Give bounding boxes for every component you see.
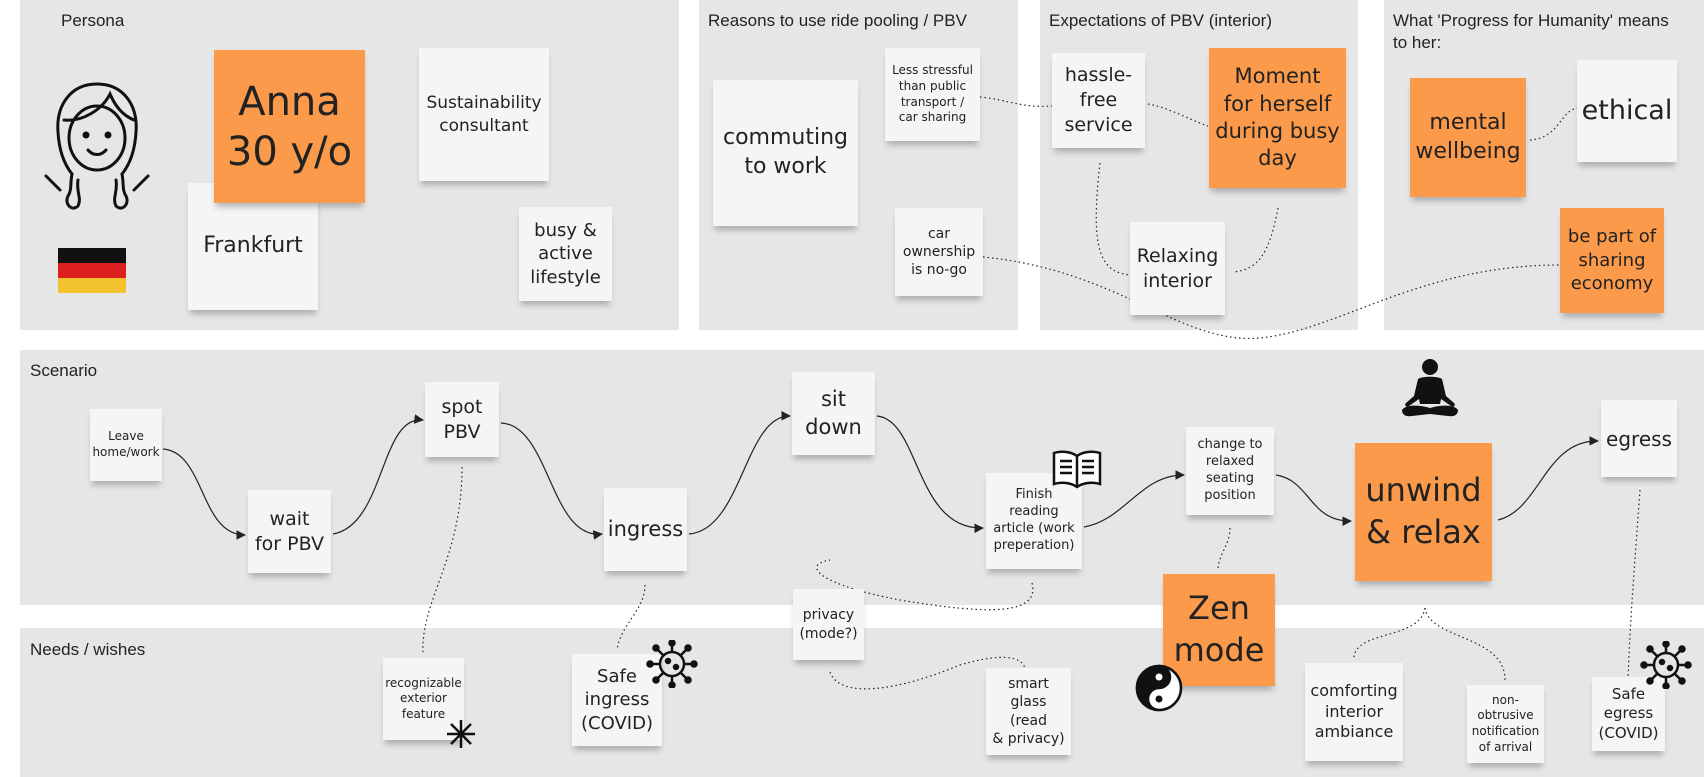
progress-sharing-economy-note[interactable]: be part of sharing economy bbox=[1560, 208, 1664, 313]
dotted-link bbox=[829, 656, 1026, 690]
scenario-title: Scenario bbox=[30, 361, 98, 380]
reason-car-ownership-note[interactable]: car ownership is no-go bbox=[895, 208, 983, 296]
need-privacy-mode-note[interactable]: privacy (mode?) bbox=[793, 589, 864, 660]
flow-arrow bbox=[332, 414, 424, 535]
dotted-link bbox=[422, 466, 463, 656]
dotted-link bbox=[1095, 162, 1131, 276]
dotted-link bbox=[982, 256, 1561, 340]
virus-icon bbox=[1640, 640, 1692, 690]
progress-mental-wellbeing-note[interactable]: mental wellbeing bbox=[1410, 78, 1526, 197]
persona-lifestyle-note[interactable]: busy & active lifestyle bbox=[519, 207, 612, 301]
reason-commute-note[interactable]: commuting to work bbox=[713, 80, 858, 226]
flow-arrow bbox=[876, 415, 984, 534]
flow-arrow bbox=[1083, 470, 1185, 528]
virus-icon bbox=[646, 639, 698, 689]
scenario-unwind-relax-note[interactable]: unwind & relax bbox=[1355, 443, 1492, 581]
scenario-leave-note[interactable]: Leave home/work bbox=[90, 409, 162, 481]
scenario-sit-down-note[interactable]: sit down bbox=[792, 372, 875, 455]
scenario-finish-reading-note[interactable]: Finish reading article (work preperation… bbox=[986, 473, 1082, 569]
meditation-icon bbox=[1396, 358, 1464, 420]
need-recognizable-exterior-note[interactable]: recognizable exterior feature bbox=[383, 658, 464, 740]
flow-arrow bbox=[1497, 436, 1599, 521]
need-smart-glass-note[interactable]: smart glass (read & privacy) bbox=[986, 668, 1071, 755]
progress-ethical-note[interactable]: ethical bbox=[1577, 60, 1677, 162]
dotted-link bbox=[1353, 607, 1426, 659]
scenario-wait-note[interactable]: wait for PBV bbox=[248, 490, 331, 573]
reasons-title: Reasons to use ride pooling / PBV bbox=[708, 11, 967, 30]
germany-flag-icon bbox=[58, 248, 126, 293]
scenario-ingress-note[interactable]: ingress bbox=[604, 488, 687, 571]
dotted-link bbox=[616, 584, 646, 651]
scenario-egress-note[interactable]: egress bbox=[1601, 400, 1677, 477]
flow-arrow bbox=[688, 411, 791, 535]
need-safe-ingress-note[interactable]: Safe ingress (COVID) bbox=[572, 654, 662, 746]
scenario-zen-mode-note[interactable]: Zen mode bbox=[1163, 574, 1275, 686]
needs-title: Needs / wishes bbox=[30, 640, 146, 659]
expectation-relaxing-interior-note[interactable]: Relaxing interior bbox=[1130, 222, 1225, 315]
dotted-link bbox=[816, 559, 1034, 611]
persona-name-note[interactable]: Anna 30 y/o bbox=[214, 50, 365, 203]
dotted-link bbox=[1424, 607, 1506, 681]
need-non-obtrusive-notification-note[interactable]: non- obtrusive notification of arrival bbox=[1467, 685, 1544, 763]
flow-arrow bbox=[1275, 474, 1352, 527]
scenario-change-seating-note[interactable]: change to relaxed seating position bbox=[1186, 427, 1274, 515]
expectation-moment-note[interactable]: Moment for herself during busy day bbox=[1209, 48, 1346, 188]
expectation-hassle-free-note[interactable]: hassle- free service bbox=[1052, 53, 1145, 148]
flow-arrow bbox=[500, 422, 603, 540]
book-icon bbox=[1052, 448, 1102, 490]
persona-job-note[interactable]: Sustainability consultant bbox=[419, 48, 549, 181]
need-comforting-ambiance-note[interactable]: comforting interior ambiance bbox=[1305, 663, 1403, 761]
progress-title: What 'Progress for Humanity' means to he… bbox=[1393, 11, 1669, 53]
persona-avatar-icon bbox=[42, 80, 152, 215]
dotted-link bbox=[979, 96, 1053, 107]
scenario-spot-note[interactable]: spot PBV bbox=[425, 382, 499, 457]
persona-city-note[interactable]: Frankfurt bbox=[188, 183, 318, 310]
persona-title: Persona bbox=[61, 11, 125, 30]
reason-less-stressful-note[interactable]: Less stressful than public transport / c… bbox=[885, 48, 980, 141]
expectations-title: Expectations of PBV (interior) bbox=[1049, 11, 1272, 30]
yin-yang-icon bbox=[1134, 663, 1184, 713]
flow-arrow bbox=[162, 448, 246, 540]
dotted-link bbox=[1232, 207, 1279, 273]
dotted-link bbox=[1529, 107, 1579, 141]
dotted-link bbox=[1627, 489, 1641, 681]
dotted-link bbox=[1147, 103, 1209, 127]
need-safe-egress-note[interactable]: Safe egress (COVID) bbox=[1592, 677, 1665, 751]
dotted-link bbox=[1217, 527, 1231, 571]
asterisk-icon bbox=[445, 718, 477, 750]
